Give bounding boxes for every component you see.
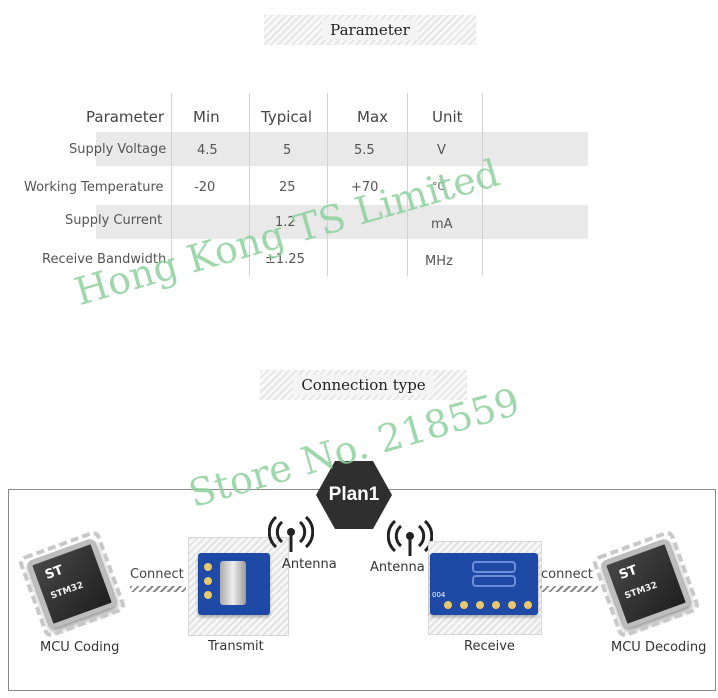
- antenna-icon: [387, 519, 433, 556]
- receive-antenna-label: Antenna: [370, 560, 425, 575]
- row-min: -20: [194, 180, 216, 195]
- row-unit: V: [437, 143, 446, 158]
- row-max: +70: [351, 180, 379, 195]
- transmit-label: Transmit: [208, 639, 264, 654]
- row-parameter: Supply Voltage: [69, 142, 167, 157]
- parameter-section-title: Parameter: [264, 15, 476, 45]
- right-connect-label: connect: [541, 567, 593, 582]
- table-divider: [327, 93, 328, 276]
- table-divider: [407, 93, 408, 276]
- row-typical: ±1.25: [265, 252, 305, 267]
- row-max: 5.5: [354, 143, 375, 158]
- mcu-decoding-label: MCU Decoding: [611, 640, 707, 655]
- table-row-band: [96, 205, 588, 239]
- antenna-icon: [268, 515, 314, 552]
- mcu-coding-label: MCU Coding: [40, 640, 120, 655]
- transmit-pcb: [198, 553, 270, 615]
- right-connection-line: [540, 586, 598, 592]
- table-row-band: [96, 132, 588, 166]
- row-typical: 5: [283, 143, 292, 158]
- receive-pcb: 004: [430, 553, 538, 615]
- row-typical: 25: [279, 180, 296, 195]
- connection-section-title: Connection type: [260, 370, 467, 400]
- transmit-antenna-label: Antenna: [282, 557, 337, 572]
- row-parameter: Receive Bandwidth: [42, 252, 167, 267]
- row-typical: 1.2: [275, 215, 296, 230]
- column-header-unit: Unit: [432, 108, 463, 126]
- table-divider: [249, 93, 250, 276]
- left-connection-line: [130, 586, 186, 592]
- row-unit: mA: [431, 217, 453, 232]
- left-connect-label: Connect: [130, 567, 184, 582]
- row-min: 4.5: [197, 143, 218, 158]
- row-parameter: Supply Current: [65, 213, 163, 228]
- column-header-parameter: Parameter: [86, 108, 165, 126]
- row-unit: °C: [432, 180, 446, 193]
- column-header-max: Max: [357, 108, 389, 126]
- column-header-min: Min: [193, 108, 220, 126]
- column-header-typical: Typical: [261, 108, 312, 126]
- mcu-coding-chip: ST STM32: [16, 528, 128, 640]
- mcu-decoding-chip: ST STM32: [590, 528, 702, 640]
- table-divider: [482, 93, 483, 276]
- row-unit: MHz: [425, 254, 453, 269]
- receive-label: Receive: [464, 639, 515, 654]
- table-divider: [171, 93, 172, 276]
- row-parameter: Working Temperature: [24, 180, 164, 195]
